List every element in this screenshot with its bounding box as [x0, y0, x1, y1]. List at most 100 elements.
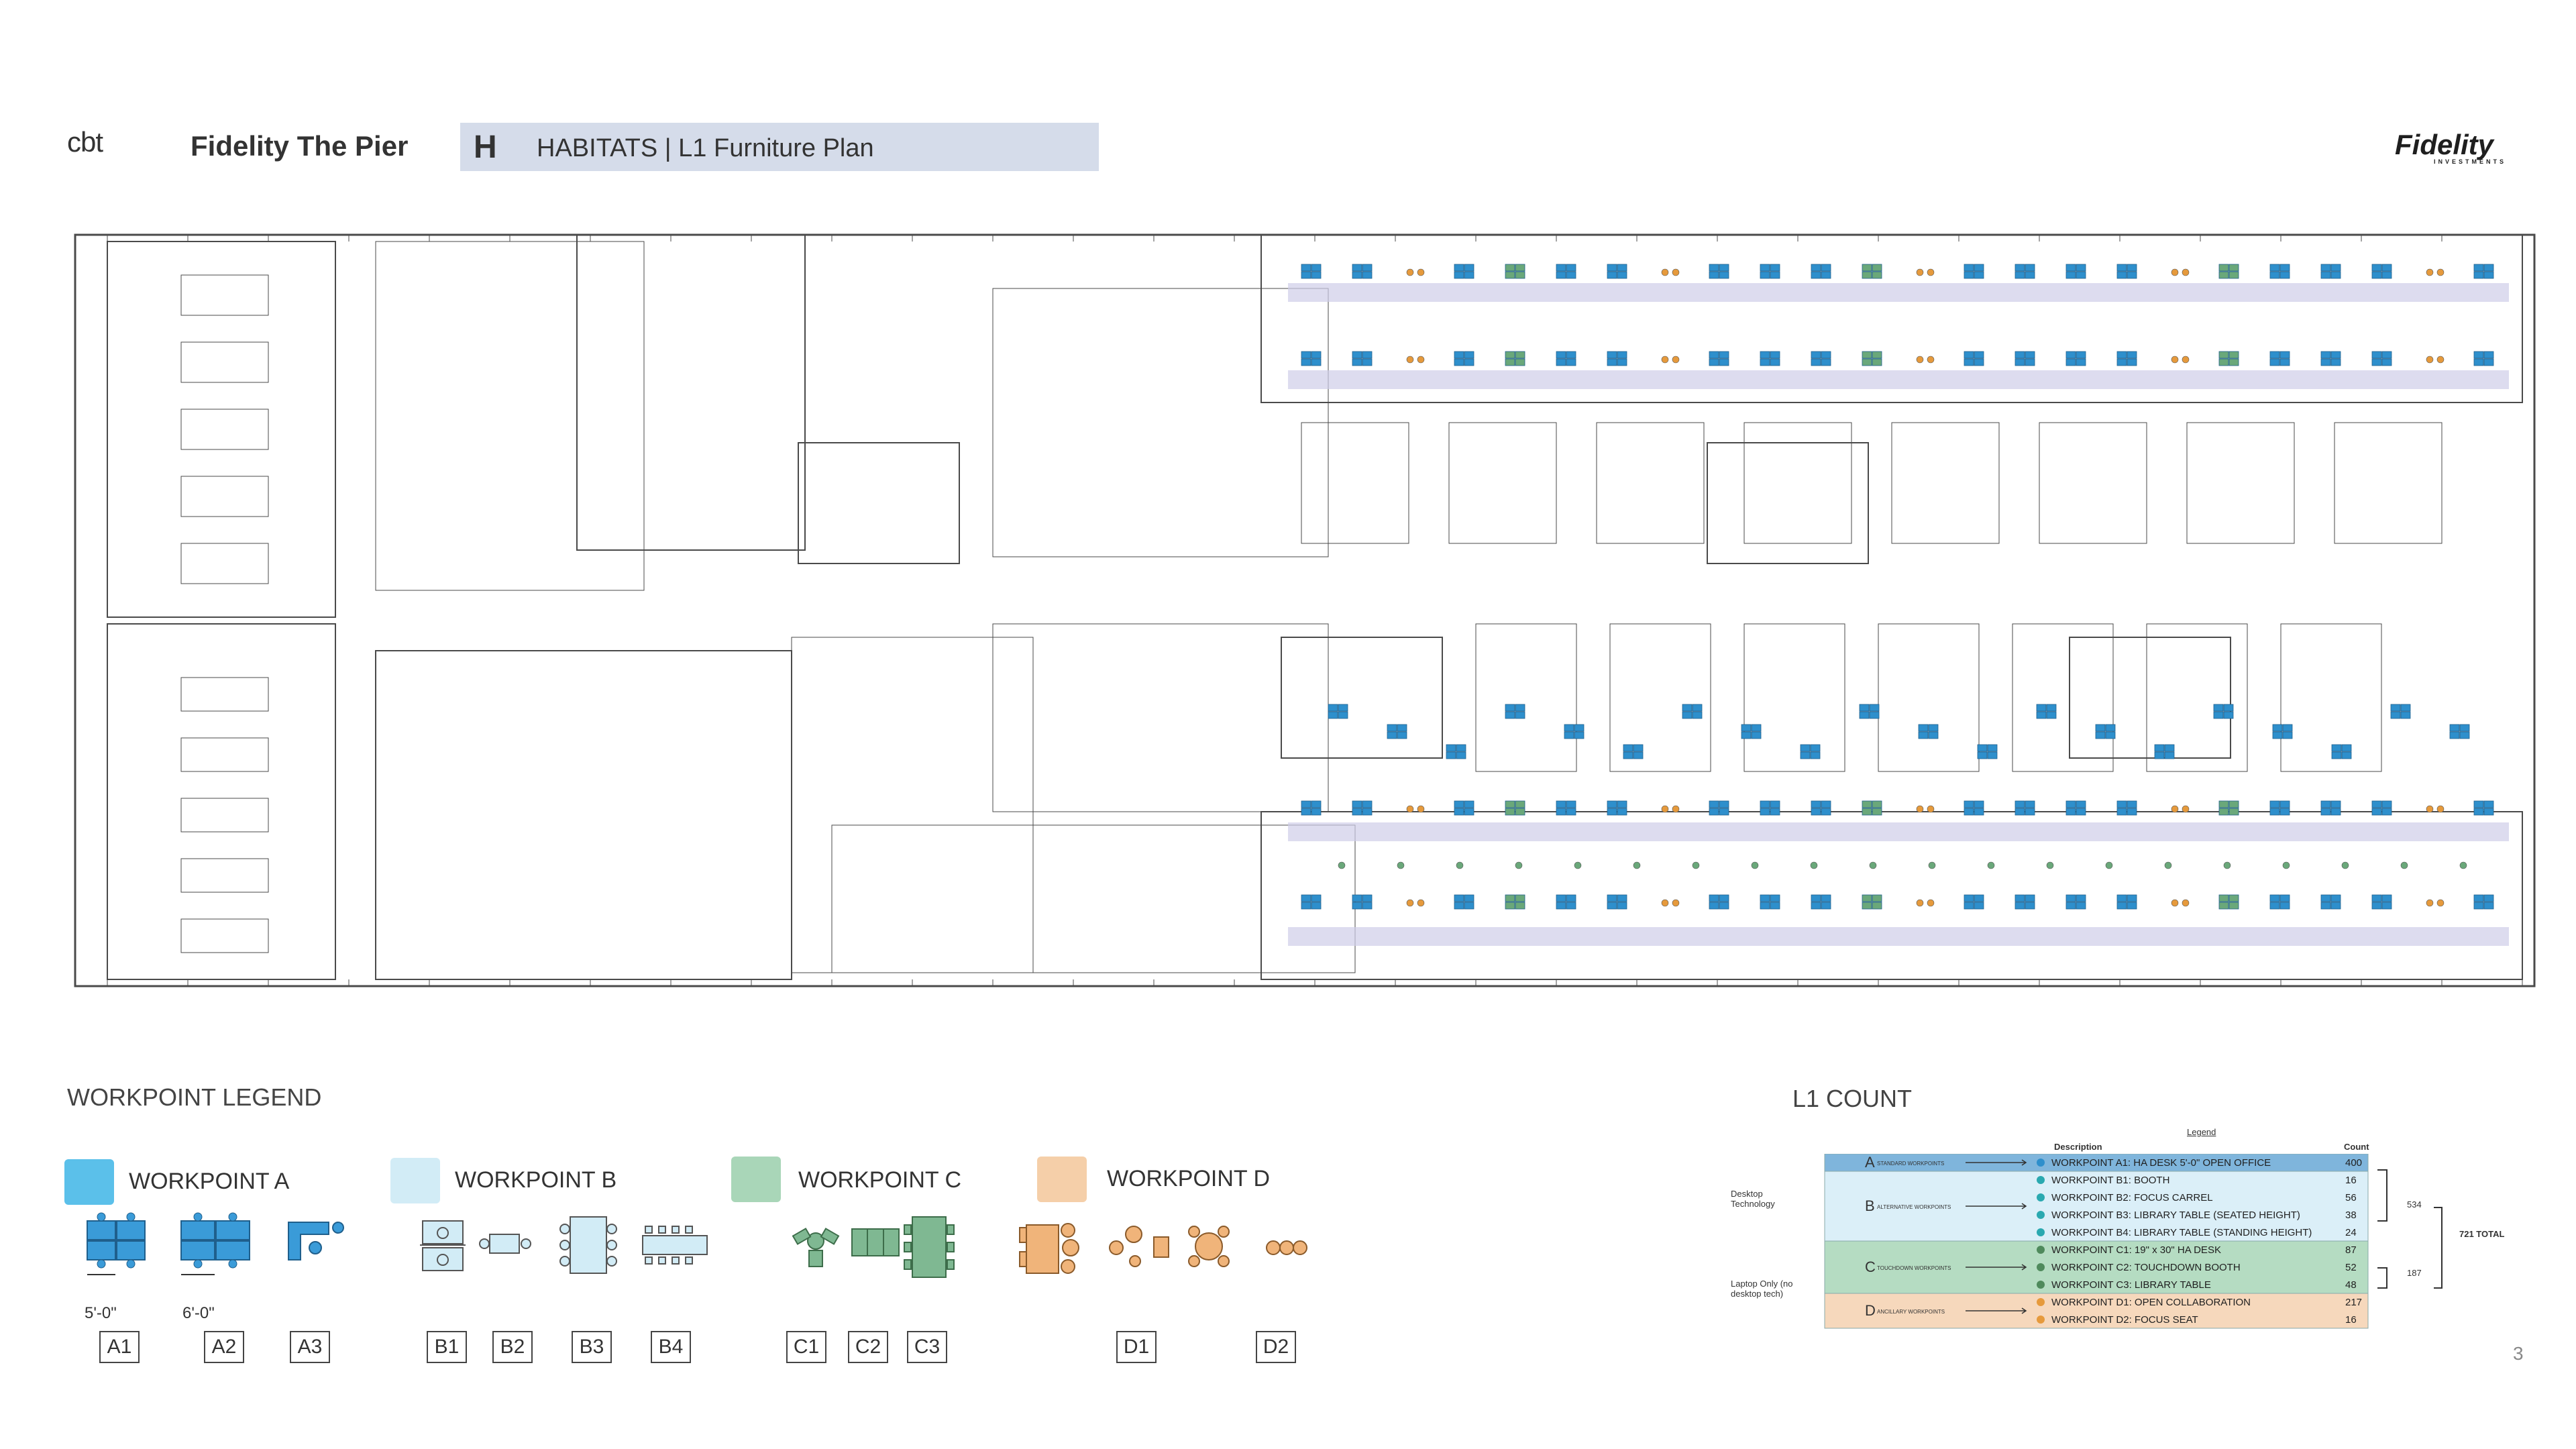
- desk: [2116, 808, 2127, 816]
- desk: [1464, 351, 1474, 359]
- desk: [1505, 704, 1515, 712]
- desk: [1505, 902, 1515, 910]
- count-row-description: WORKPOINT C3: LIBRARY TABLE: [2051, 1279, 2211, 1291]
- grand-total: 721 TOTAL: [2459, 1229, 2505, 1239]
- symbol-d1: [1019, 1223, 1169, 1274]
- desk: [2279, 271, 2290, 279]
- desk: [1311, 902, 1322, 910]
- symbol-c1: [792, 1228, 840, 1267]
- desk: [2164, 751, 2175, 759]
- symbol-a3: [288, 1222, 344, 1260]
- seat: [1916, 268, 1924, 276]
- symbol-b1: [420, 1220, 466, 1271]
- code-c1: C1: [786, 1331, 826, 1363]
- desk: [1328, 711, 1338, 719]
- room-cluster: [1743, 422, 1852, 544]
- desk: [1811, 264, 1821, 272]
- desk: [2036, 711, 2047, 719]
- desk: [2272, 724, 2283, 732]
- desk: [1556, 271, 1566, 279]
- desk: [1974, 894, 1984, 902]
- seat: [2426, 356, 2434, 364]
- seat: [1672, 899, 1680, 907]
- zone-block: [791, 637, 1034, 973]
- desk: [2065, 264, 2076, 272]
- plan-base: [74, 233, 2536, 987]
- seat: [1633, 861, 1641, 869]
- desk: [2065, 800, 2076, 808]
- desk: [2065, 358, 2076, 366]
- seat: [2459, 861, 2467, 869]
- desk: [1617, 902, 1627, 910]
- desk: [1301, 358, 1311, 366]
- desk: [1862, 808, 1872, 816]
- desk: [2015, 351, 2025, 359]
- count-row-value: 16: [2345, 1175, 2357, 1186]
- desk: [2483, 902, 2494, 910]
- desk: [2229, 351, 2239, 359]
- desk: [1464, 902, 1474, 910]
- workpoint-c-label: WORKPOINT C: [798, 1167, 962, 1193]
- group-label-laptop: Laptop Only (no desktop tech): [1731, 1279, 1793, 1299]
- symbol-b4: [642, 1226, 708, 1265]
- desk: [2483, 808, 2494, 816]
- desk: [2371, 902, 2382, 910]
- desk: [2065, 808, 2076, 816]
- desk: [2279, 351, 2290, 359]
- desk: [1464, 271, 1474, 279]
- seat: [2436, 268, 2445, 276]
- desk: [2269, 351, 2280, 359]
- count-row-dot: [2037, 1281, 2045, 1289]
- seat: [1987, 861, 1995, 869]
- desk: [2473, 808, 2484, 816]
- desk: [1564, 724, 1574, 732]
- room-cluster: [2186, 422, 2295, 544]
- seat: [1810, 861, 1818, 869]
- habitat-band: [1288, 370, 2509, 389]
- desk: [2473, 902, 2484, 910]
- count-row-dot: [2037, 1193, 2045, 1201]
- desk: [1446, 744, 1456, 752]
- count-table-title: Legend: [2187, 1127, 2216, 1137]
- desk: [2473, 351, 2484, 359]
- desk: [1505, 271, 1515, 279]
- count-group-band: [1824, 1293, 2369, 1329]
- desk: [2076, 800, 2086, 808]
- fidelity-logo: Fidelity: [2395, 129, 2494, 160]
- desk: [1928, 724, 1939, 732]
- desk: [1862, 902, 1872, 910]
- open-atrium: [1707, 442, 1869, 564]
- desk: [1770, 894, 1780, 902]
- seat: [1692, 861, 1700, 869]
- code-d2: D2: [1256, 1331, 1296, 1363]
- desk: [1515, 271, 1525, 279]
- desk: [1515, 351, 1525, 359]
- desk: [2473, 358, 2484, 366]
- count-row-value: 217: [2345, 1297, 2362, 1308]
- desk: [2459, 724, 2470, 732]
- desk: [1454, 808, 1464, 816]
- count-group-name: STANDARD WORKPOINTS: [1877, 1161, 1944, 1167]
- desk: [2341, 751, 2352, 759]
- desk: [2229, 264, 2239, 272]
- desk: [2116, 264, 2127, 272]
- desk: [1397, 724, 1407, 732]
- desk: [1574, 724, 1585, 732]
- desk: [1800, 744, 1811, 752]
- count-row-description: WORKPOINT B4: LIBRARY TABLE (STANDING HE…: [2051, 1227, 2312, 1238]
- seat: [1515, 861, 1523, 869]
- desk: [1770, 351, 1780, 359]
- seat: [1406, 356, 1414, 364]
- desk: [2279, 902, 2290, 910]
- seat: [1916, 899, 1924, 907]
- desk: [2320, 902, 2331, 910]
- seat: [2282, 861, 2290, 869]
- desk: [1709, 351, 1719, 359]
- desk: [1709, 264, 1719, 272]
- desk: [1515, 264, 1525, 272]
- desk: [1338, 711, 1348, 719]
- desk: [1974, 808, 1984, 816]
- desk: [2390, 711, 2401, 719]
- desk: [1301, 894, 1311, 902]
- desk: [2269, 902, 2280, 910]
